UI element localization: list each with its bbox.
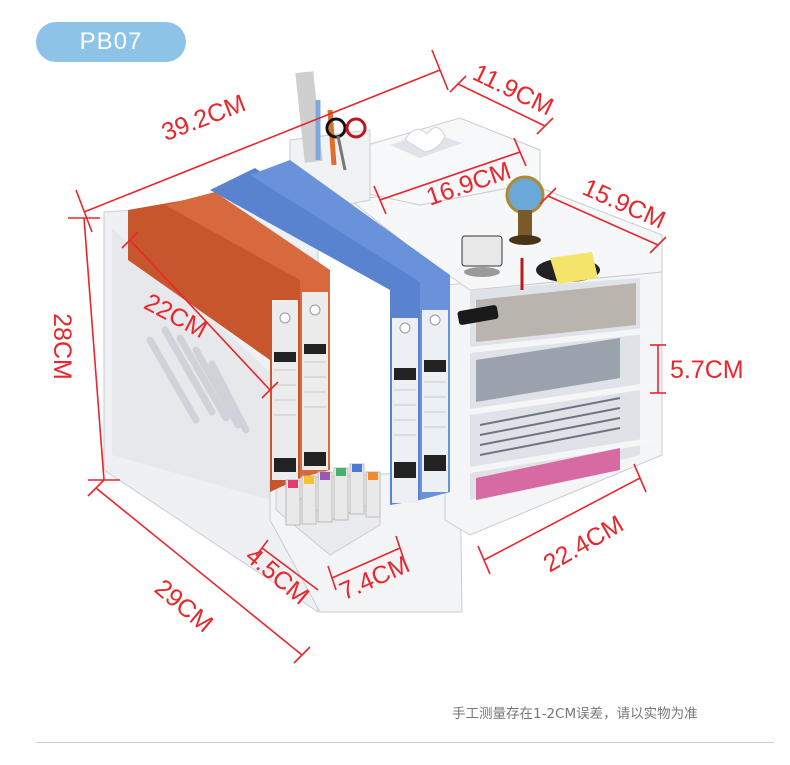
dimension-lines	[68, 49, 667, 664]
card-holder	[461, 235, 503, 267]
measurement-note: 手工测量存在1-2CM误差，请以实物为准	[452, 706, 698, 722]
blue-binders	[210, 160, 450, 505]
markers	[285, 463, 381, 526]
dim-label-drawer-gap: 5.7CM	[670, 356, 744, 384]
dim-label-height: 28CM	[47, 313, 76, 380]
product-code-badge: PB07	[36, 22, 186, 62]
orange-binders	[128, 192, 330, 492]
phone	[457, 305, 499, 325]
bottom-divider	[36, 742, 774, 743]
